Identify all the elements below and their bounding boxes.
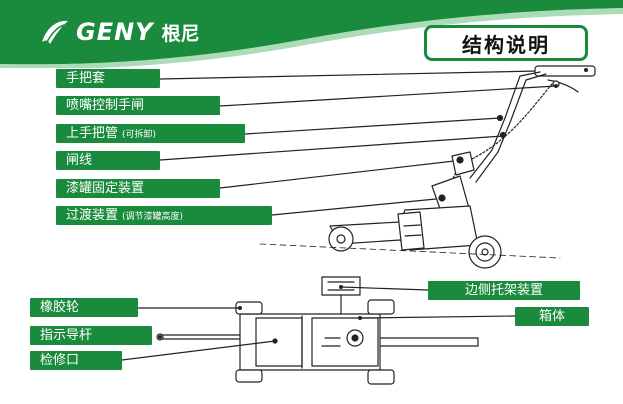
label-transition-device: 过渡装置(调节漆罐高度) <box>56 206 272 225</box>
leader-brake-cable <box>159 135 504 161</box>
label-transition-device-text: 过渡装置 <box>66 208 119 223</box>
label-inspection-port-text: 检修口 <box>40 353 80 368</box>
label-upper-handle-tube-note: (可拆卸) <box>122 130 157 140</box>
label-box-body: 箱体 <box>515 307 589 326</box>
brand-logo: GENY 根尼 <box>40 18 200 46</box>
label-brake-cable: 闸线 <box>56 151 160 170</box>
label-upper-handle-tube: 上手把管(可拆卸) <box>56 124 245 143</box>
label-upper-handle-tube-text: 上手把管 <box>66 126 119 141</box>
label-paint-tank-fixture: 漆罐固定装置 <box>56 179 220 198</box>
label-guide-rod-text: 指示导杆 <box>40 328 93 343</box>
leader-transition <box>271 197 447 216</box>
brand-name: GENY <box>76 18 154 46</box>
leader-nozzle-brake <box>219 85 557 107</box>
label-inspection-port: 检修口 <box>30 351 122 370</box>
brand-name-cn: 根尼 <box>161 22 200 45</box>
label-handle-cover-text: 手把套 <box>66 71 106 86</box>
label-box-body-text: 箱体 <box>538 309 565 324</box>
label-rubber-wheel-text: 橡胶轮 <box>40 300 80 315</box>
label-brake-cable-text: 闸线 <box>66 153 93 168</box>
header-banner <box>0 0 623 68</box>
label-nozzle-brake-handle: 喷嘴控制手闸 <box>56 96 220 115</box>
leader-inspection-port <box>121 340 276 361</box>
leader-box-body <box>359 315 516 319</box>
leader-side-bracket <box>340 286 429 291</box>
label-paint-tank-fixture-text: 漆罐固定装置 <box>66 181 145 196</box>
label-handle-cover: 手把套 <box>56 69 160 88</box>
label-side-bracket-text: 边侧托架装置 <box>464 283 543 298</box>
label-side-bracket: 边侧托架装置 <box>428 281 580 300</box>
label-nozzle-brake-handle-text: 喷嘴控制手闸 <box>66 98 145 113</box>
leader-upper-tube <box>244 117 501 135</box>
leader-handle-cover <box>159 69 587 80</box>
page-title: 结构说明 <box>424 25 588 61</box>
label-guide-rod: 指示导杆 <box>30 326 152 345</box>
leaf-logo-icon <box>42 20 68 45</box>
label-transition-device-note: (调节漆罐高度) <box>122 212 184 222</box>
label-rubber-wheel: 橡胶轮 <box>30 298 138 317</box>
leader-tank-fixture <box>219 159 464 189</box>
